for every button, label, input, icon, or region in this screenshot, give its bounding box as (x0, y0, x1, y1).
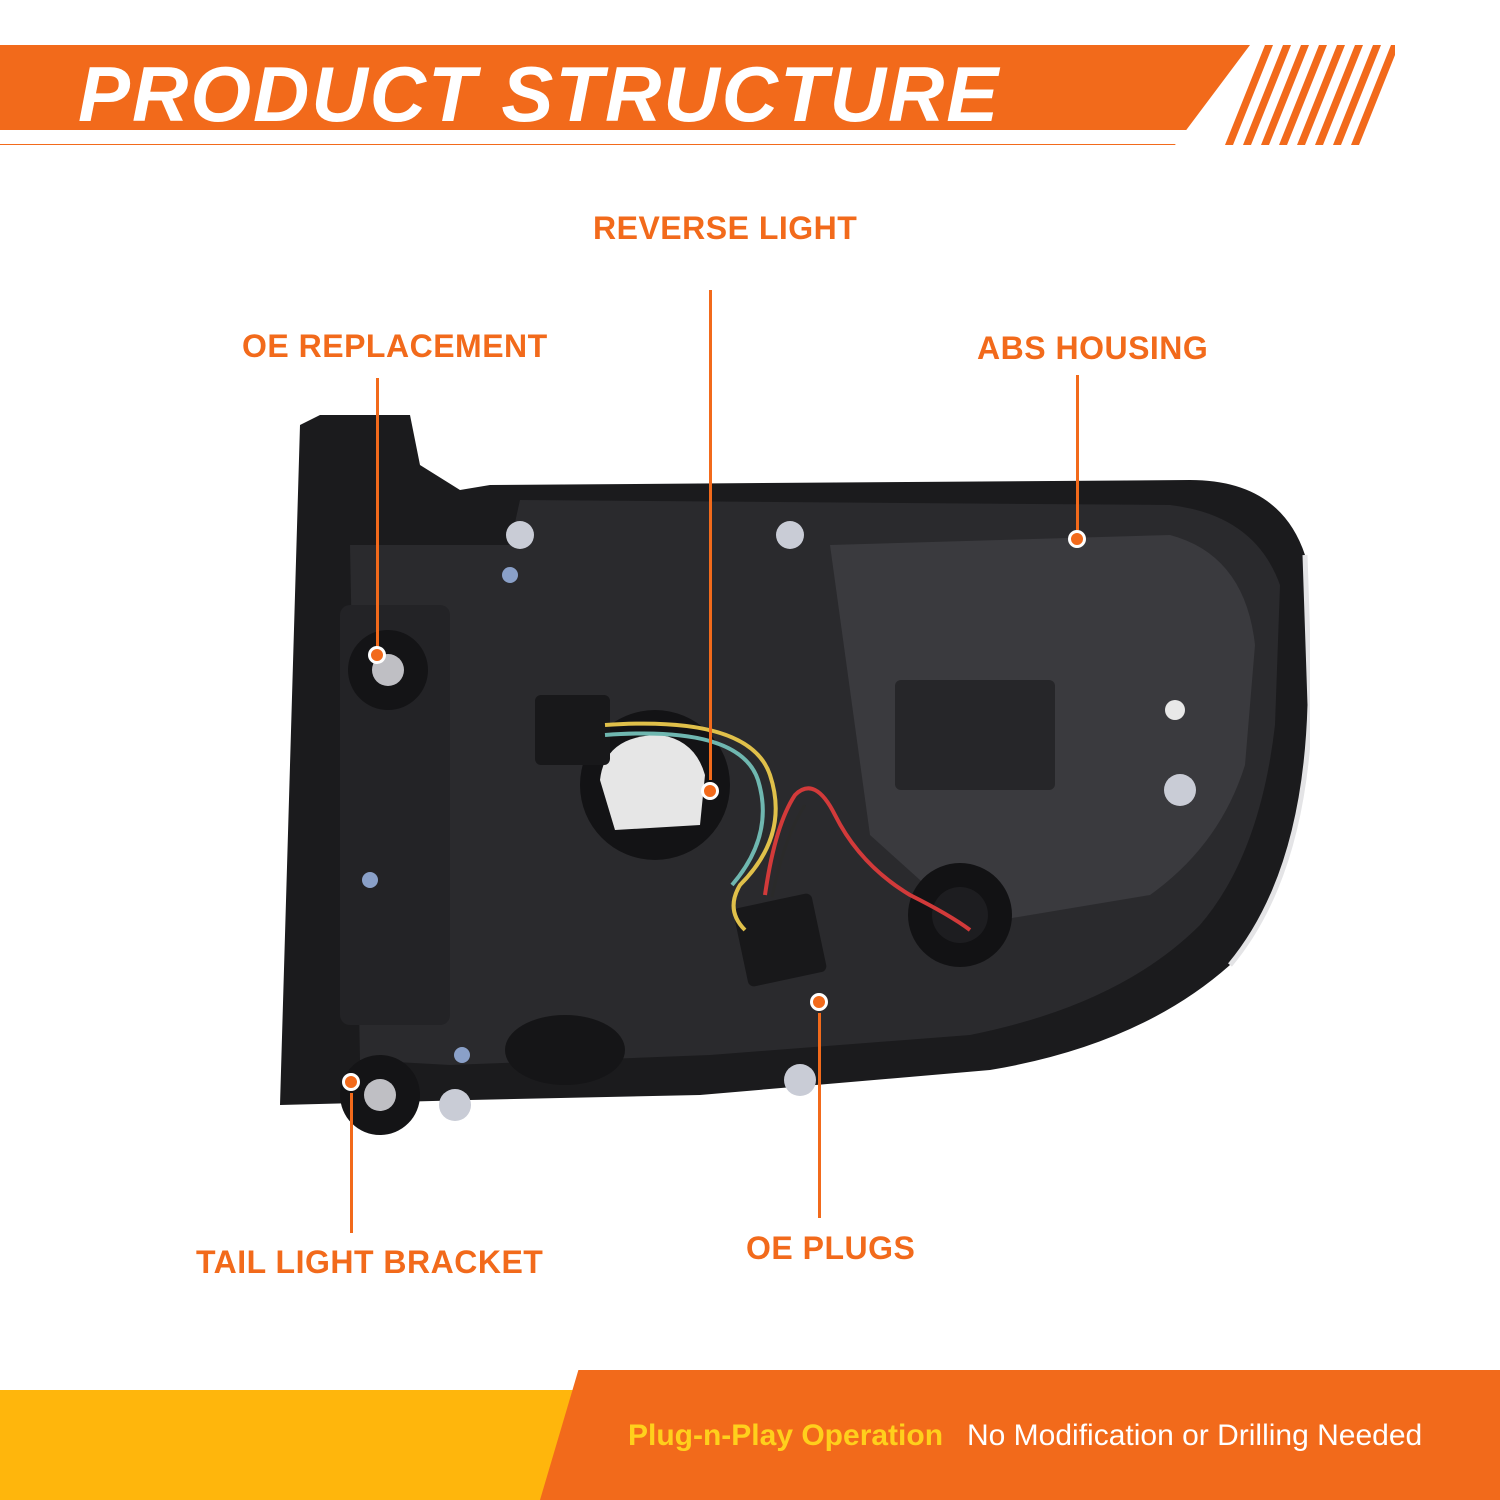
header-accent-stripe (0, 130, 1195, 144)
page-title: PRODUCT STRUCTURE (78, 50, 1001, 138)
callout-abs-housing-dot (1068, 530, 1086, 548)
footer-yellow-band (0, 1390, 620, 1500)
callout-oe-replacement-dot (368, 646, 386, 664)
callout-oe-plugs-label: OE PLUGS (746, 1230, 916, 1266)
callout-abs-housing-line (1076, 375, 1079, 530)
callout-oe-replacement-label: OE REPLACEMENT (242, 328, 548, 364)
callout-oe-plugs-line (818, 1013, 821, 1218)
callout-abs-housing-label: ABS HOUSING (977, 330, 1209, 366)
callout-tail-light-bracket-dot (342, 1073, 360, 1091)
footer-feature-plug-n-play: Plug-n-Play Operation (628, 1419, 944, 1452)
callout-reverse-light-line (709, 290, 712, 780)
callout-oe-plugs-dot (810, 993, 828, 1011)
callout-reverse-light-label: REVERSE LIGHT (593, 210, 858, 246)
footer-orange-band (540, 1370, 1500, 1500)
tail-light-rear-view-image (280, 415, 1310, 1135)
callout-tail-light-bracket-label: TAIL LIGHT BRACKET (196, 1244, 544, 1280)
header-banner (0, 45, 1250, 145)
callout-tail-light-bracket-line (350, 1093, 353, 1233)
header-stripes-decoration (1225, 45, 1395, 145)
callout-oe-replacement-line (376, 378, 379, 648)
callout-reverse-light-dot (701, 782, 719, 800)
footer-feature-no-drilling: No Modification or Drilling Needed (967, 1419, 1423, 1452)
